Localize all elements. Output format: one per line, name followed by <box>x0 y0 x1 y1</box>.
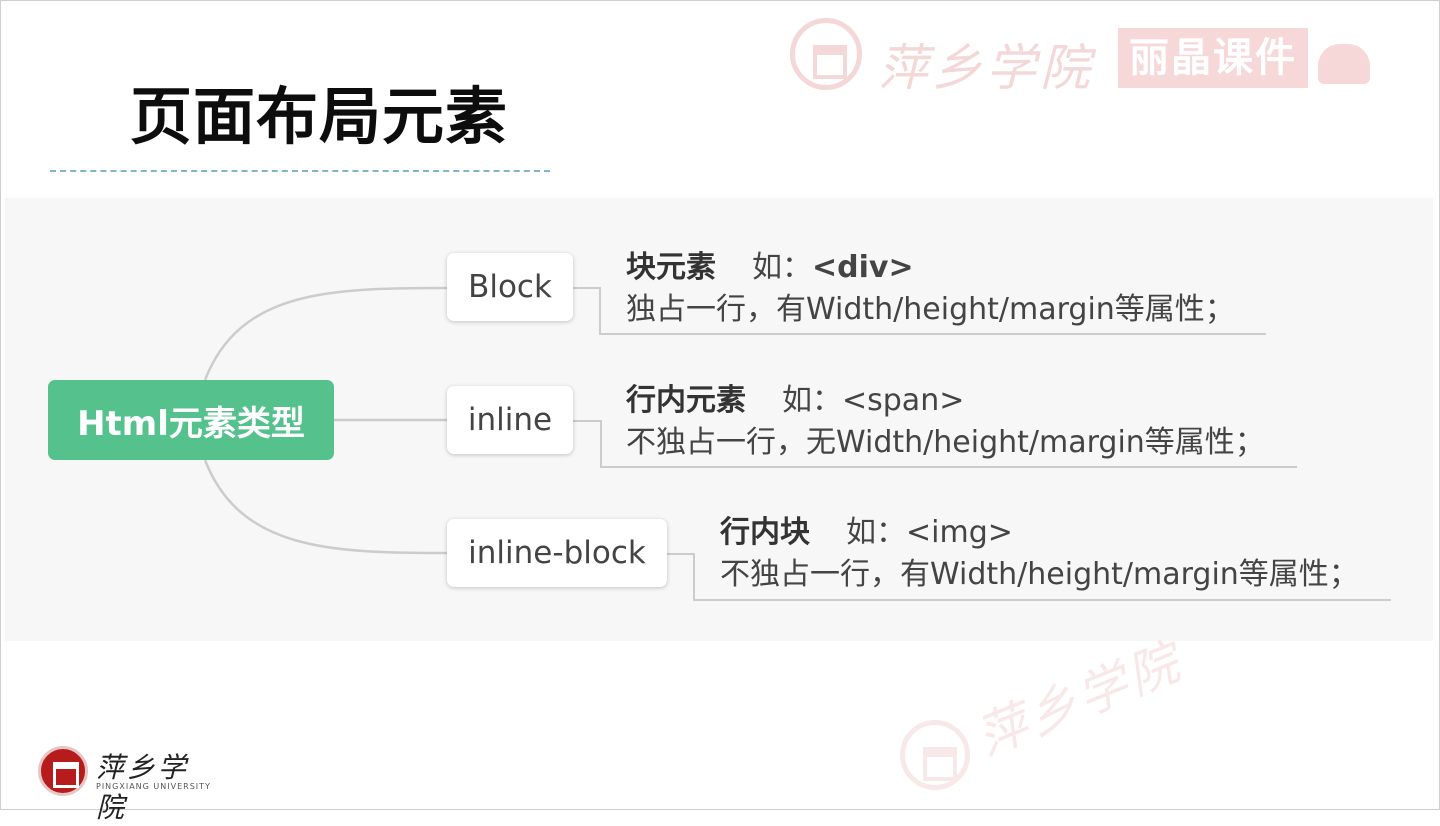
watermark-top: 萍乡学院 丽晶课件 <box>790 18 1380 98</box>
branch-description-inline: 行内元素 如：<span> 不独占一行，无Width/height/margin等… <box>626 380 1265 464</box>
branch-label: 行内块 <box>720 515 810 550</box>
example-prefix: 如： <box>782 383 842 418</box>
branch-description: 独占一行，有Width/height/margin等属性； <box>626 292 1235 327</box>
university-seal-icon <box>790 18 862 90</box>
watermark-bottom: 萍乡学院 <box>900 600 1260 800</box>
branch-description-block: 块元素 如：<div> 独占一行，有Width/height/margin等属性； <box>626 247 1235 331</box>
branch-description-inline-block: 行内块 如：<img> 不独占一行，有Width/height/margin等属性… <box>720 512 1359 596</box>
university-seal-icon <box>900 720 970 790</box>
watermark-badge: 丽晶课件 <box>1118 28 1308 88</box>
branch-label: 行内元素 <box>626 383 746 418</box>
branch-label: 块元素 <box>626 250 716 285</box>
watermark-school-name: 萍乡学院 <box>878 39 1094 97</box>
footer-school-name: 萍乡学院 <box>96 751 190 824</box>
example-tag: <div> <box>812 250 914 285</box>
example-prefix: 如： <box>846 515 906 550</box>
example-tag: <img> <box>906 515 1013 550</box>
mindmap-node-inline-block: inline-block <box>447 519 667 587</box>
page-title: 页面布局元素 <box>130 80 509 153</box>
branch-description: 不独占一行，有Width/height/margin等属性； <box>720 557 1359 592</box>
mindmap-node-block: Block <box>447 253 573 321</box>
mindmap-root-node: Html元素类型 <box>48 380 334 460</box>
cloud-icon <box>1318 44 1370 84</box>
example-tag: <span> <box>842 383 965 418</box>
branch-description: 不独占一行，无Width/height/margin等属性； <box>626 425 1265 460</box>
mindmap-node-inline: inline <box>447 386 573 454</box>
footer-logo: 萍乡学院 PINGXIANG UNIVERSITY <box>38 744 218 824</box>
university-seal-icon <box>38 746 88 796</box>
title-divider <box>50 170 550 172</box>
footer-school-name-en: PINGXIANG UNIVERSITY <box>96 782 211 791</box>
watermark-school-name: 萍乡学院 <box>968 632 1191 768</box>
example-prefix: 如： <box>752 250 812 285</box>
